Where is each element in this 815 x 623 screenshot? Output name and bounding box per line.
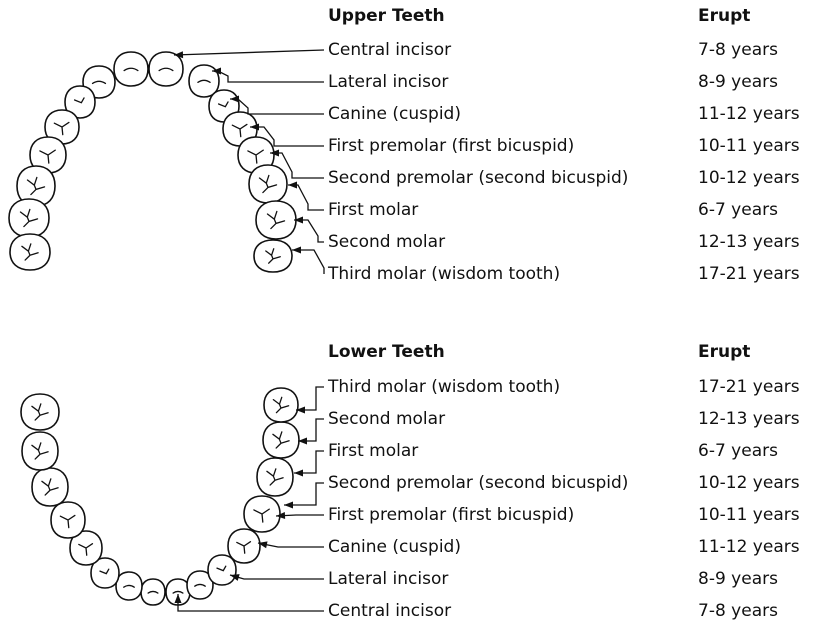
lower-erupt-second-premolar: 10-12 years (698, 473, 800, 493)
upper-erupt-third-molar: 17-21 years (698, 264, 800, 284)
lower-label-second-premolar: Second premolar (second bicuspid) (328, 473, 628, 493)
lower-label-lateral-incisor: Lateral incisor (328, 569, 448, 589)
lower-erupt-heading: Erupt (698, 342, 750, 362)
lower-leader-third-molar-line (296, 387, 324, 410)
upper-label-first-molar: First molar (328, 200, 418, 220)
upper-right-second-molar-tooth (256, 201, 296, 239)
upper-label-lateral-incisor: Lateral incisor (328, 72, 448, 92)
lower-right-third-molar-tooth (264, 388, 298, 422)
lower-label-second-molar: Second molar (328, 409, 445, 429)
upper-leader-first-molar-arrow (288, 182, 297, 189)
upper-label-second-molar: Second molar (328, 232, 445, 252)
upper-left-second-molar-tooth (9, 199, 49, 237)
lower-leader-canine-line (258, 543, 324, 547)
lower-erupt-first-premolar: 10-11 years (698, 505, 800, 525)
upper-erupt-first-premolar: 10-11 years (698, 136, 800, 156)
upper-left-third-molar-tooth (10, 234, 50, 270)
lower-leader-first-molar-line (294, 451, 324, 473)
upper-leader-second-molar-line (294, 220, 324, 242)
lower-erupt-lateral-incisor: 8-9 years (698, 569, 778, 589)
upper-leader-lateral-incisor-line (212, 71, 324, 82)
lower-leader-first-molar-arrow (294, 470, 303, 477)
lower-dental-arch (21, 388, 299, 605)
lower-erupt-canine: 11-12 years (698, 537, 800, 557)
upper-dental-arch (9, 52, 296, 272)
upper-erupt-heading: Erupt (698, 6, 750, 26)
lower-label-canine: Canine (cuspid) (328, 537, 461, 557)
lower-erupt-third-molar: 17-21 years (698, 377, 800, 397)
upper-erupt-central-incisor: 7-8 years (698, 40, 778, 60)
upper-right-third-molar-tooth (254, 240, 292, 272)
lower-erupt-first-molar: 6-7 years (698, 441, 778, 461)
lower-right-first-molar-tooth (257, 458, 293, 496)
upper-right-central-incisor-tooth (149, 52, 183, 86)
lower-leader-second-premolar-arrow (284, 502, 293, 509)
lower-leader-lateral-incisor-line (230, 575, 324, 579)
upper-label-second-premolar: Second premolar (second bicuspid) (328, 168, 628, 188)
lower-label-central-incisor: Central incisor (328, 601, 451, 621)
upper-right-first-molar-tooth (249, 165, 287, 203)
lower-left-third-molar-tooth (21, 394, 59, 430)
upper-label-canine: Canine (cuspid) (328, 104, 461, 124)
lower-label-first-molar: First molar (328, 441, 418, 461)
lower-left-second-molar-tooth (22, 432, 58, 470)
lower-label-third-molar: Third molar (wisdom tooth) (328, 377, 560, 397)
upper-teeth-heading: Upper Teeth (328, 6, 445, 26)
upper-erupt-lateral-incisor: 8-9 years (698, 72, 778, 92)
upper-label-third-molar: Third molar (wisdom tooth) (328, 264, 560, 284)
lower-left-first-molar-tooth (32, 468, 68, 506)
upper-leader-third-molar-line (292, 250, 324, 274)
upper-erupt-first-molar: 6-7 years (698, 200, 778, 220)
upper-erupt-canine: 11-12 years (698, 104, 800, 124)
lower-label-first-premolar: First premolar (first bicuspid) (328, 505, 574, 525)
upper-label-central-incisor: Central incisor (328, 40, 451, 60)
lower-erupt-central-incisor: 7-8 years (698, 601, 778, 621)
upper-erupt-second-premolar: 10-12 years (698, 168, 800, 188)
lower-erupt-second-molar: 12-13 years (698, 409, 800, 429)
upper-leader-third-molar-arrow (292, 247, 301, 254)
upper-label-first-premolar: First premolar (first bicuspid) (328, 136, 574, 156)
lower-leader-second-molar-line (298, 419, 324, 441)
upper-leader-first-molar-line (288, 185, 324, 210)
lower-teeth-heading: Lower Teeth (328, 342, 445, 362)
lower-right-second-molar-tooth (263, 422, 299, 458)
upper-left-central-incisor-tooth (114, 52, 148, 86)
upper-erupt-second-molar: 12-13 years (698, 232, 800, 252)
upper-leader-central-incisor-line (174, 50, 324, 55)
